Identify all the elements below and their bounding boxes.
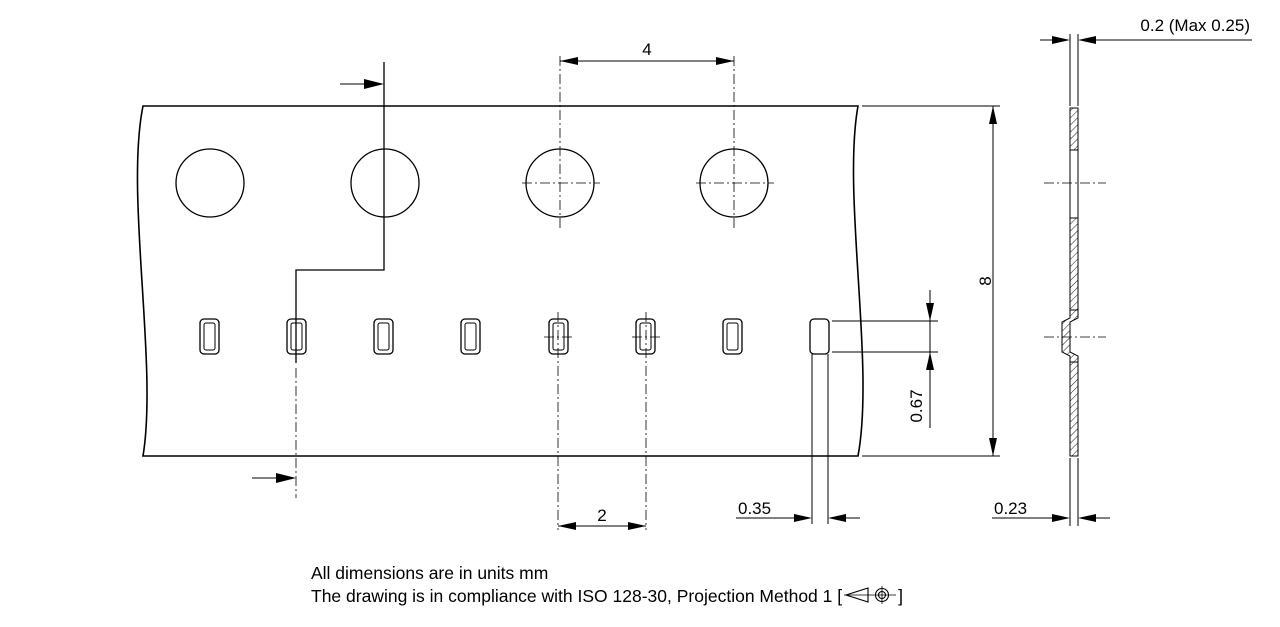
dimension-pocket-pitch: 2 xyxy=(558,506,646,530)
pockets xyxy=(199,318,830,355)
compliance-note: The drawing is in compliance with ISO 12… xyxy=(311,585,903,608)
dimension-sprocket-pitch: 4 xyxy=(560,40,734,65)
dimension-pocket-width-label: 0.67 xyxy=(907,389,926,422)
pocket xyxy=(460,318,481,355)
side-section-view xyxy=(1044,34,1106,526)
pocket xyxy=(286,318,307,355)
dimension-tape-width-label: 8 xyxy=(976,276,995,285)
pocket xyxy=(722,318,743,355)
pocket xyxy=(373,318,394,355)
dimension-cover-thickness: 0.23 xyxy=(992,499,1110,522)
pocket xyxy=(635,318,656,355)
dimension-pocket-depth: 0.35 xyxy=(736,354,860,524)
dimension-tape-thickness: 0.2 (Max 0.25) xyxy=(1040,16,1252,44)
tape-section-upper xyxy=(1069,107,1079,151)
tape-outline xyxy=(136,105,864,457)
sprocket-centerlines xyxy=(522,56,774,228)
pocket xyxy=(548,318,569,355)
sprocket-hole xyxy=(350,148,420,218)
first-angle-projection-icon xyxy=(844,586,897,604)
dimension-cover-thickness-label: 0.23 xyxy=(994,499,1027,518)
tape-section-middle xyxy=(1069,217,1079,311)
pocket xyxy=(809,318,830,355)
dimension-sprocket-pitch-label: 4 xyxy=(642,40,651,59)
tape-section-lower xyxy=(1069,361,1079,457)
dimension-tape-thickness-label: 0.2 (Max 0.25) xyxy=(1140,16,1250,35)
compliance-note-text: The drawing is in compliance with ISO 12… xyxy=(311,586,843,606)
sprocket-holes xyxy=(175,148,769,218)
dimension-pocket-width: 0.67 xyxy=(832,290,938,428)
units-note: All dimensions are in units mm xyxy=(311,563,549,583)
compliance-note-suffix: ] xyxy=(898,586,903,606)
drawing-notes: All dimensions are in units mm The drawi… xyxy=(311,562,903,608)
pocket-profile xyxy=(1061,309,1079,363)
sprocket-hole xyxy=(175,148,245,218)
dimension-pocket-depth-label: 0.35 xyxy=(738,499,771,518)
pocket xyxy=(199,318,220,355)
section-cut-line xyxy=(252,62,385,498)
dimension-pocket-pitch-label: 2 xyxy=(597,506,606,525)
pocket-centerlines xyxy=(544,312,660,530)
dimension-tape-width: 8 xyxy=(862,105,1000,457)
